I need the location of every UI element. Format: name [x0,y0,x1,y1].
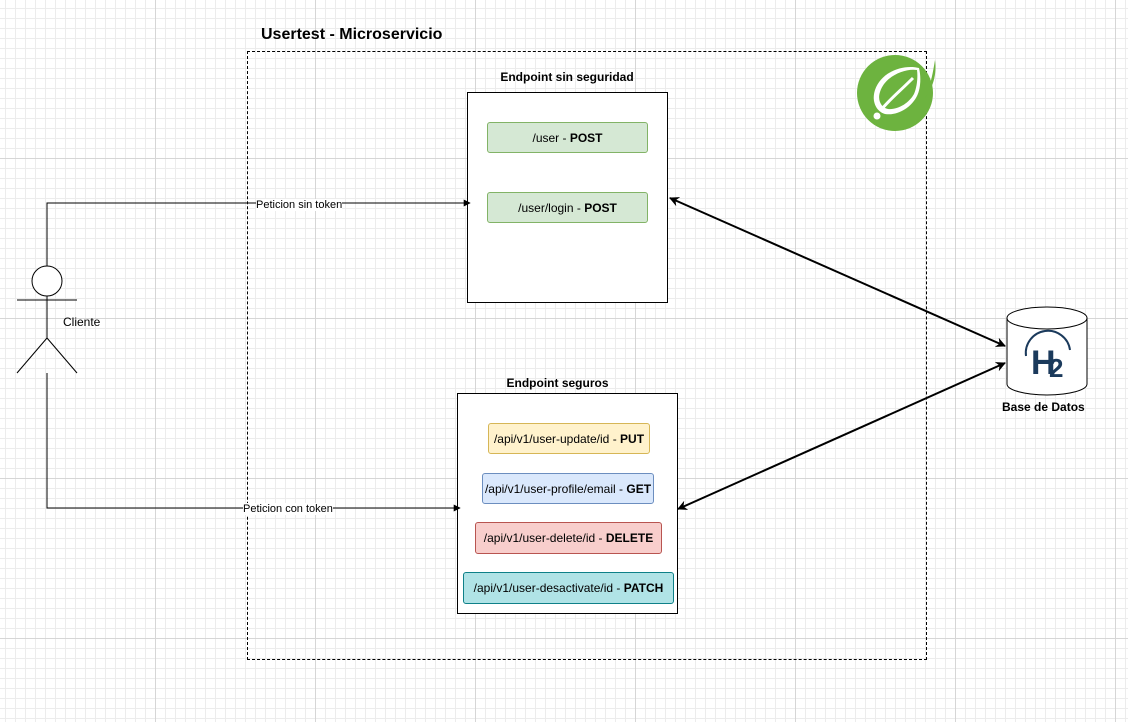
endpoint-user-update-put[interactable]: /api/v1/user-update/id - PUT [488,423,650,454]
endpoint-user-delete-delete[interactable]: /api/v1/user-delete/id - DELETE [475,522,662,554]
endpoint-separator: - [609,431,621,446]
connector-secured-label: Peticion con token [243,503,333,515]
endpoint-method: GET [626,481,652,496]
endpoint-user-post[interactable]: /user - POST [487,122,648,153]
endpoint-method: POST [569,130,603,145]
endpoint-user-login-post[interactable]: /user/login - POST [487,192,648,223]
actor-label: Cliente [63,315,101,329]
database-label: Base de Datos [1002,400,1085,414]
svg-text:2: 2 [1049,353,1063,383]
db-link-unsecured [669,197,1006,347]
endpoint-path: /api/v1/user-desactivate/id [473,581,614,595]
endpoint-separator: - [573,200,585,215]
microservice-boundary [247,51,927,660]
endpoint-user-profile-get[interactable]: /api/v1/user-profile/email - GET [482,473,654,504]
unsecured-box-title: Endpoint sin seguridad [500,70,634,84]
connector-secured [46,373,461,512]
db-link-secured [677,362,1006,510]
connector-unsecured [46,199,471,266]
endpoint-method: PATCH [623,581,664,595]
database-cylinder [1006,306,1088,396]
endpoint-path: /api/v1/user-profile/email [484,481,616,496]
endpoint-path: /user/login [518,200,574,215]
diagram-title: Usertest - Microservicio [261,26,443,43]
spring-leaf-icon [857,55,936,131]
endpoint-separator: - [613,581,624,595]
endpoint-user-desactivate-patch[interactable]: /api/v1/user-desactivate/id - PATCH [463,572,674,604]
endpoint-separator: - [615,481,627,496]
endpoint-path: /api/v1/user-delete/id [483,531,596,545]
h2-database-icon: H 2 [1024,329,1071,383]
actor-figure [16,265,78,374]
endpoint-path: /user [532,130,560,145]
connector-unsecured-label: Peticion sin token [256,199,343,211]
endpoint-method: PUT [620,431,645,446]
endpoint-method: POST [584,200,617,215]
endpoint-method: DELETE [605,531,654,545]
svg-text:H: H [1031,344,1056,382]
endpoint-separator: - [595,531,606,545]
secured-box-title: Endpoint seguros [506,376,609,390]
endpoint-separator: - [559,130,570,145]
endpoint-path: /api/v1/user-update/id [493,431,610,446]
